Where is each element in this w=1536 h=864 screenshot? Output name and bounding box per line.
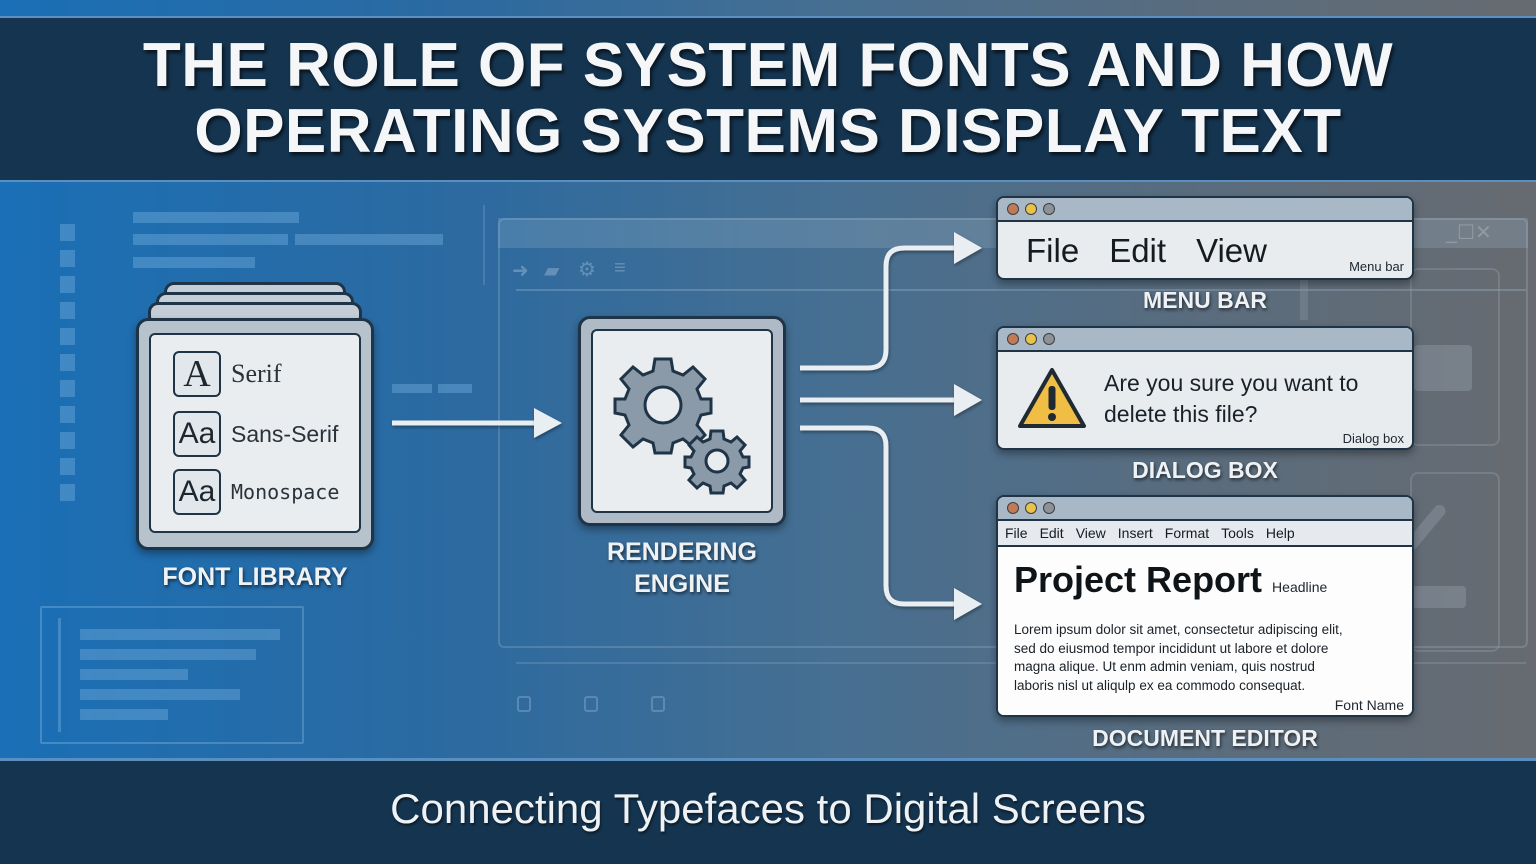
dialog-message: Are you sure you want to delete this fil…	[1104, 370, 1359, 427]
doc-menu-format[interactable]: Format	[1164, 525, 1210, 541]
minimize-dot-icon[interactable]	[1025, 333, 1037, 345]
title-line-2: OPERATING SYSTEMS DISPLAY TEXT	[194, 97, 1342, 166]
font-item-monospace: Aa Monospace	[173, 469, 339, 515]
dialog-box-label: DIALOG BOX	[1132, 457, 1278, 483]
font-item-serif: A Serif	[173, 351, 282, 397]
document-editor-label: DOCUMENT EDITOR	[1092, 725, 1318, 751]
dialog-caption: Dialog box	[1342, 431, 1404, 446]
menu-edit[interactable]: Edit	[1109, 232, 1167, 269]
minimize-dot-icon[interactable]	[1025, 502, 1037, 514]
doc-menu-tools[interactable]: Tools	[1221, 525, 1254, 541]
document-headline: Project Report	[1014, 559, 1263, 600]
doc-menu-help[interactable]: Help	[1265, 525, 1295, 541]
dialog-window: Are you sure you want to delete this fil…	[996, 326, 1414, 450]
title-banner: THE ROLE OF SYSTEM FONTS AND HOW OPERATI…	[0, 16, 1536, 182]
window-titlebar	[998, 198, 1412, 222]
document-menubar: File Edit View Insert Format Tools Help	[998, 521, 1412, 547]
warning-icon	[1018, 368, 1086, 428]
maximize-dot-icon[interactable]	[1043, 333, 1055, 345]
font-library-card: A Serif Aa Sans-Serif Aa Monospace	[136, 318, 374, 550]
font-name-caption: Font Name	[1334, 697, 1404, 713]
doc-menu-edit[interactable]: Edit	[1039, 525, 1064, 541]
window-titlebar	[998, 497, 1412, 521]
menu-bar-window: File Edit View Menu bar	[996, 196, 1414, 280]
subtitle-banner: Connecting Typefaces to Digital Screens	[0, 758, 1536, 864]
doc-menu-file[interactable]: File	[1005, 525, 1028, 541]
document-paragraph: Lorem ipsum dolor sit amet, consectetur …	[1014, 622, 1343, 693]
serif-glyph-icon: A	[173, 351, 221, 397]
ghost-arrow-icon: ➜	[512, 260, 529, 282]
ghost-window-controls-icon: _☐✕	[1446, 222, 1492, 244]
maximize-dot-icon[interactable]	[1043, 502, 1055, 514]
close-dot-icon[interactable]	[1007, 203, 1019, 215]
ghost-gear-icon: ⚙	[578, 259, 596, 281]
menu-bar-label: MENU BAR	[1143, 287, 1267, 313]
window-titlebar	[998, 328, 1412, 352]
menu-view[interactable]: View	[1196, 232, 1267, 269]
menu-bar-caption: Menu bar	[1349, 259, 1404, 274]
gears-icon	[613, 357, 751, 495]
font-item-sans-serif: Aa Sans-Serif	[173, 411, 338, 457]
rendering-engine-card	[578, 316, 786, 526]
ghost-menu-icon: ≡	[614, 257, 626, 279]
headline-tag: Headline	[1272, 579, 1328, 595]
sans-glyph-icon: Aa	[173, 411, 221, 457]
minimize-dot-icon[interactable]	[1025, 203, 1037, 215]
font-library-label: FONT LIBRARY	[162, 563, 348, 591]
subtitle: Connecting Typefaces to Digital Screens	[390, 784, 1146, 832]
maximize-dot-icon[interactable]	[1043, 203, 1055, 215]
mono-glyph-icon: Aa	[173, 469, 221, 515]
doc-menu-view[interactable]: View	[1075, 525, 1106, 541]
close-dot-icon[interactable]	[1007, 333, 1019, 345]
menu-file[interactable]: File	[1026, 232, 1080, 269]
doc-menu-insert[interactable]: Insert	[1117, 525, 1153, 541]
rendering-engine-label: RENDERING ENGINE	[606, 538, 757, 598]
document-body[interactable]: Project Report Headline Lorem ipsum dolo…	[998, 547, 1412, 715]
close-dot-icon[interactable]	[1007, 502, 1019, 514]
title-line-1: THE ROLE OF SYSTEM FONTS AND HOW	[142, 31, 1394, 100]
ghost-folder-icon: ▰	[544, 260, 560, 282]
document-editor-window: File Edit View Insert Format Tools Help …	[996, 495, 1414, 717]
